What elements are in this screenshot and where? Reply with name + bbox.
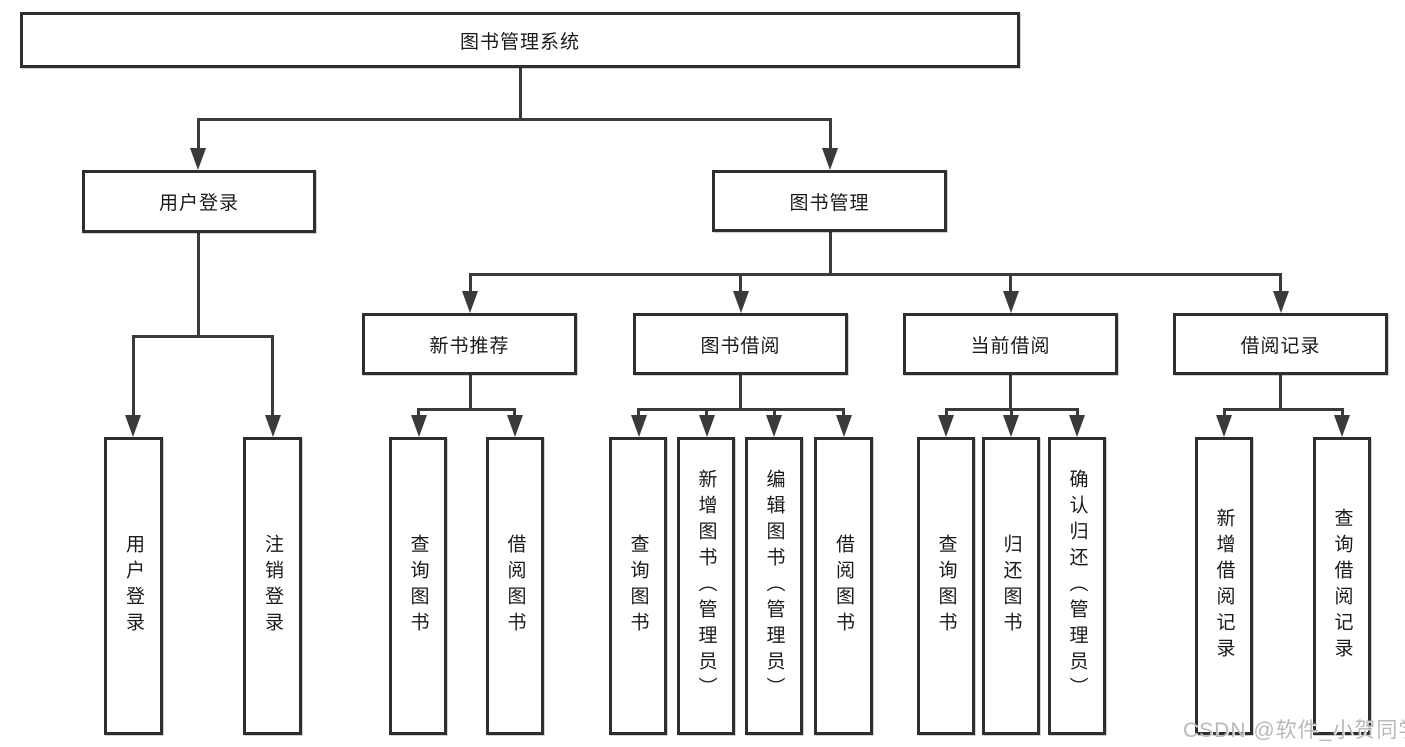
connector-line	[513, 408, 516, 417]
arrow-head-icon	[125, 415, 141, 437]
connector-line	[772, 408, 776, 417]
node-rec-query: 查询图书	[389, 437, 447, 735]
node-label: 确认归还（管理员）	[1066, 469, 1088, 703]
node-label: 归还图书	[1000, 534, 1022, 638]
node-user-login: 用户登录	[82, 170, 316, 233]
arrow-head-icon	[732, 291, 749, 313]
connector-line	[468, 375, 472, 411]
connector-line	[739, 273, 742, 295]
node-login-leaf: 用户登录	[104, 437, 163, 735]
node-label: 查询图书	[627, 534, 649, 638]
node-bor-borrow: 借阅图书	[814, 437, 873, 735]
arrow-head-icon	[1334, 415, 1350, 437]
arrow-head-icon	[1216, 415, 1232, 437]
connector-line	[196, 118, 200, 152]
node-cur-return: 归还图书	[982, 437, 1040, 735]
arrow-head-icon	[1272, 291, 1289, 313]
connector-line	[417, 408, 420, 417]
arrow-head-icon	[1002, 291, 1019, 313]
node-current-borrow: 当前借阅	[903, 313, 1118, 375]
node-label: 新增借阅记录	[1213, 508, 1235, 664]
node-label: 当前借阅	[970, 335, 1051, 357]
connector-line	[842, 408, 845, 417]
csdn-watermark: CSDN @软件_小贺同学	[1183, 719, 1405, 742]
connector-line	[705, 408, 708, 417]
node-root: 图书管理系统	[20, 12, 1020, 68]
connector-line	[1279, 375, 1282, 411]
node-label: 图书管理	[789, 192, 870, 214]
node-label: 图书管理系统	[459, 31, 580, 53]
connector-line	[1222, 408, 1344, 411]
arrow-head-icon	[190, 148, 206, 170]
connector-line	[518, 68, 522, 121]
connector-line	[468, 273, 472, 295]
arrow-head-icon	[410, 415, 427, 437]
node-bor-edit: 编辑图书（管理员）	[745, 437, 803, 735]
arrow-head-icon	[506, 415, 523, 437]
connector-line	[417, 408, 516, 411]
connector-line	[271, 335, 274, 417]
node-label: 查询借阅记录	[1331, 508, 1353, 664]
connector-line	[196, 233, 200, 338]
node-label: 查询图书	[407, 534, 429, 638]
node-cur-confirm: 确认归还（管理员）	[1048, 437, 1106, 735]
node-borrow-record: 借阅记录	[1173, 313, 1388, 375]
arrow-head-icon	[938, 415, 954, 437]
connector-line	[1009, 375, 1012, 411]
connector-line	[468, 273, 1282, 276]
arrow-head-icon	[835, 415, 852, 437]
node-book-mgmt: 图书管理	[712, 170, 947, 232]
node-bor-add: 新增图书（管理员）	[677, 437, 735, 735]
node-label: 借阅记录	[1240, 335, 1321, 357]
connector-line	[1279, 273, 1282, 295]
connector-line	[739, 375, 742, 411]
connector-line	[131, 335, 135, 417]
node-book-borrow: 图书借阅	[633, 313, 848, 375]
connector-line	[1340, 408, 1344, 417]
node-label: 注销登录	[262, 534, 283, 638]
node-rec2-add: 新增借阅记录	[1195, 437, 1253, 735]
connector-line	[1222, 408, 1226, 417]
node-cur-query: 查询图书	[917, 437, 975, 735]
arrow-head-icon	[462, 291, 478, 313]
node-label: 借阅图书	[833, 534, 854, 638]
arrow-head-icon	[1003, 415, 1019, 437]
node-rec-borrow: 借阅图书	[486, 437, 544, 735]
node-new-book-rec: 新书推荐	[362, 313, 577, 375]
node-label: 用户登录	[123, 534, 144, 638]
connector-line	[1009, 273, 1012, 295]
connector-line	[944, 408, 948, 417]
node-label: 图书借阅	[700, 335, 781, 357]
connector-line	[196, 118, 832, 121]
node-rec2-query: 查询借阅记录	[1313, 437, 1371, 735]
arrow-head-icon	[698, 415, 715, 437]
arrow-head-icon	[1069, 415, 1085, 437]
arrow-head-icon	[264, 415, 281, 437]
connector-line	[828, 232, 832, 276]
arrow-head-icon	[822, 148, 838, 170]
node-label: 用户登录	[158, 193, 239, 214]
node-label: 编辑图书（管理员）	[763, 469, 785, 703]
connector-line	[828, 118, 832, 152]
arrow-head-icon	[766, 415, 782, 437]
node-label: 新增图书（管理员）	[695, 469, 717, 703]
connector-line	[1075, 408, 1079, 417]
node-label: 新书推荐	[429, 335, 510, 357]
node-bor-query: 查询图书	[609, 437, 667, 735]
arrow-head-icon	[630, 415, 647, 437]
node-logout-leaf: 注销登录	[243, 437, 302, 735]
connector-line	[1009, 408, 1013, 417]
connector-line	[131, 335, 274, 338]
connector-line	[637, 408, 640, 417]
node-label: 查询图书	[935, 534, 957, 638]
node-label: 借阅图书	[504, 534, 526, 638]
